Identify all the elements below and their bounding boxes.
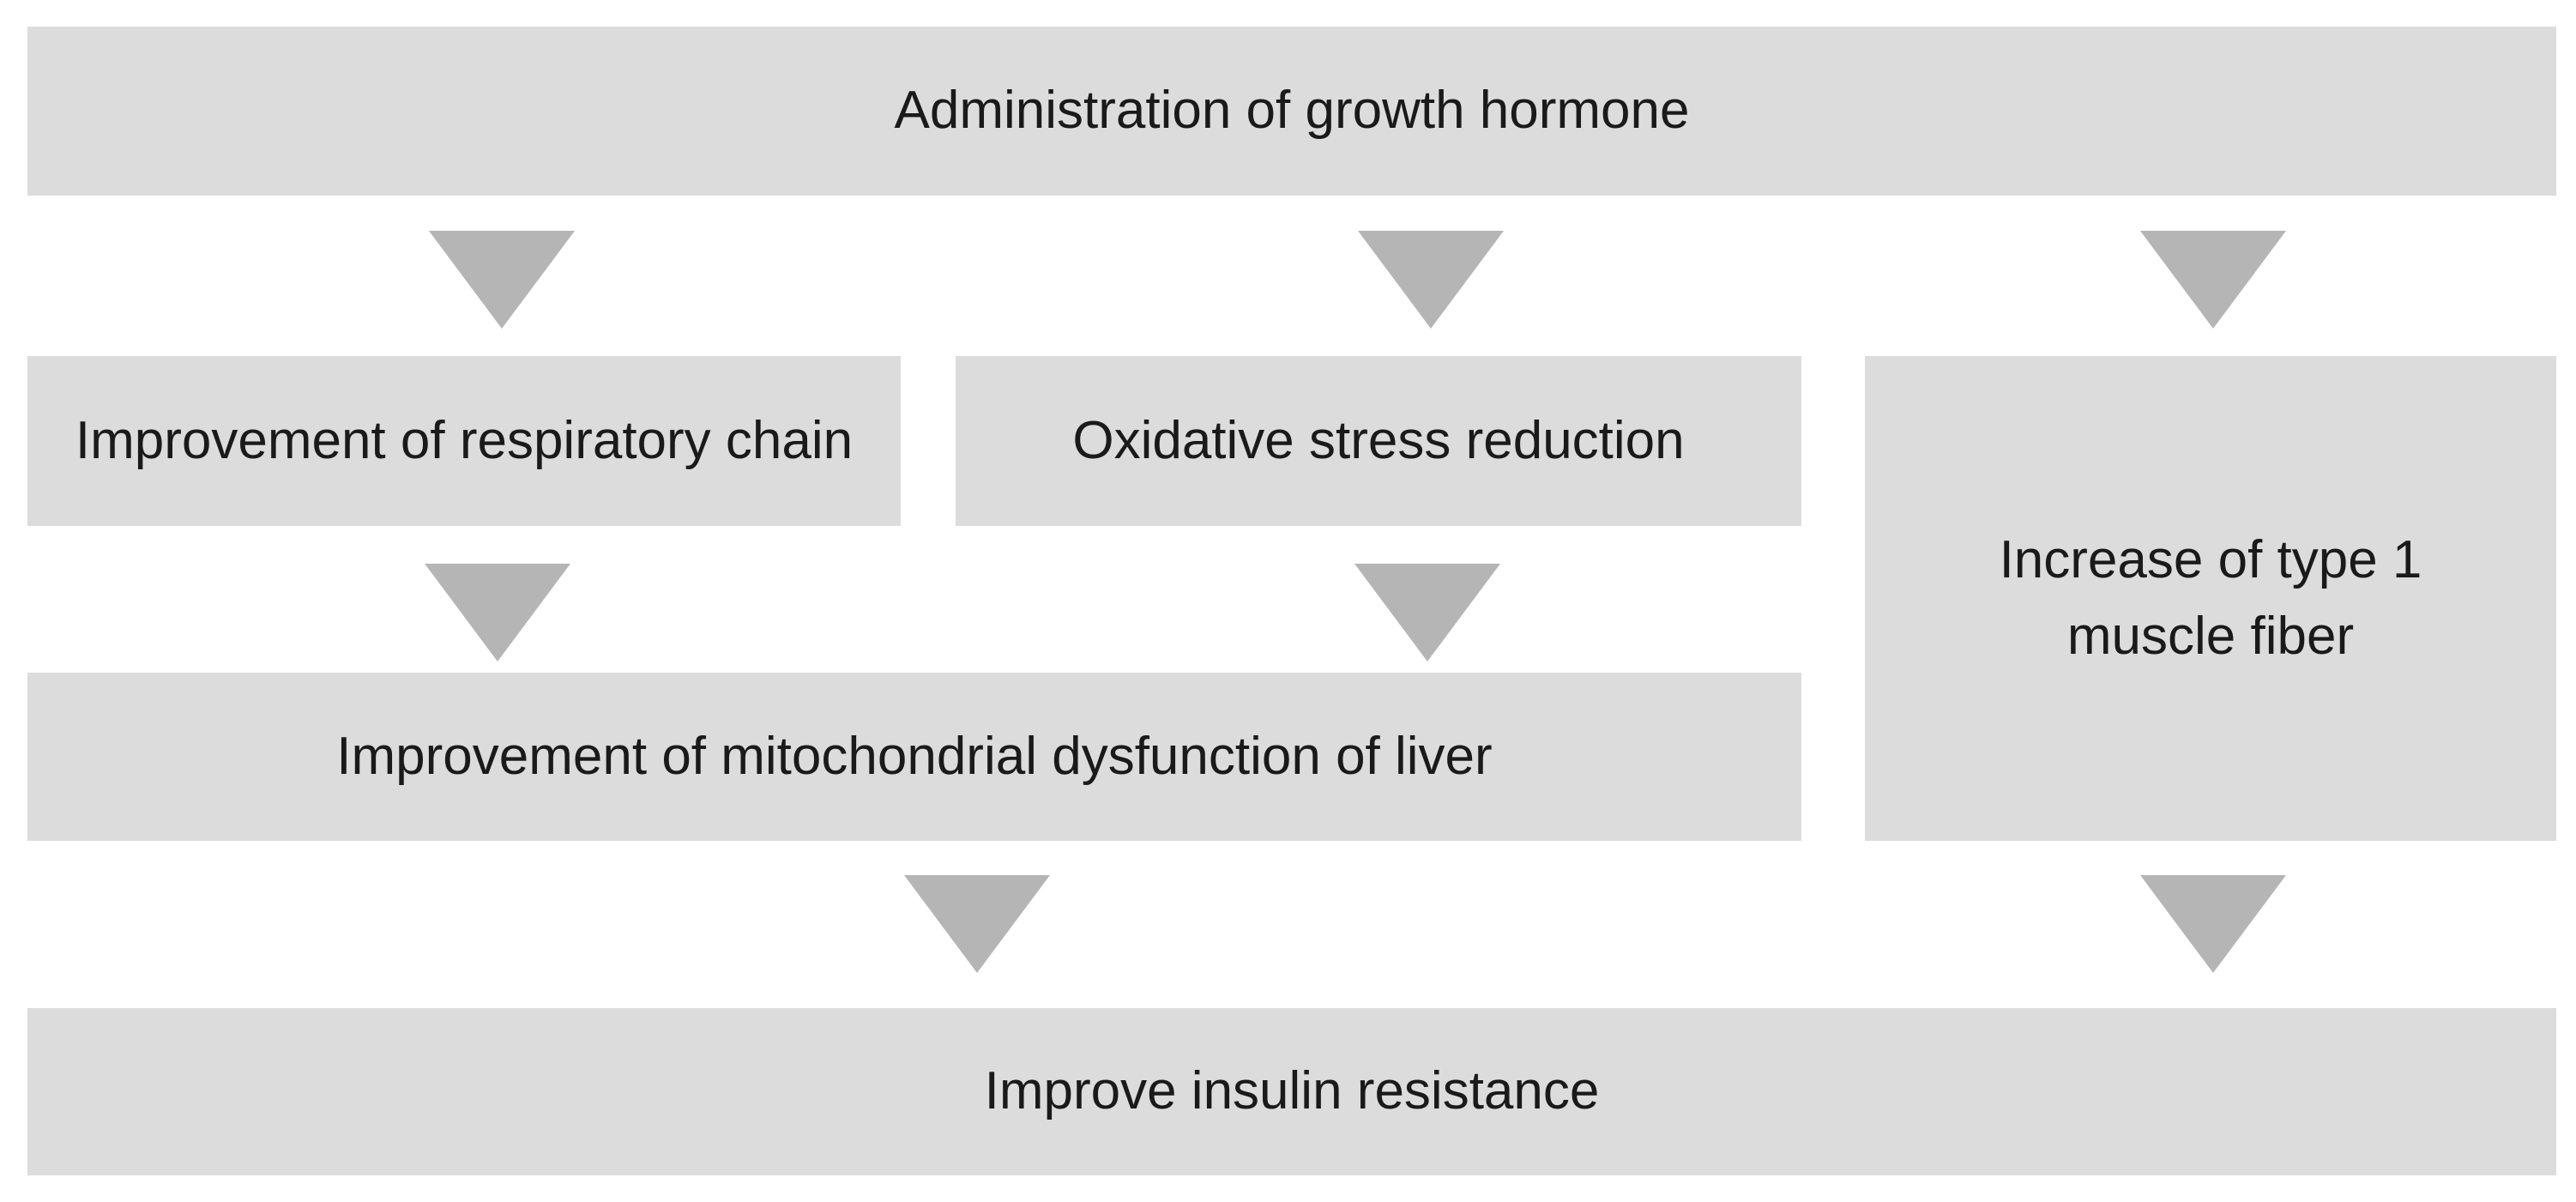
down-arrow-icon bbox=[425, 564, 570, 661]
down-arrow-icon bbox=[2140, 875, 2286, 973]
node-improvement-of-mitochondrial-dysfunction-of-liver: Improvement of mitochondrial dysfunction… bbox=[27, 673, 1801, 841]
node-label: Oxidative stress reduction bbox=[1072, 410, 1685, 470]
node-increase-of-type-1-muscle-fiber: Increase of type 1 muscle fiber bbox=[1865, 356, 2556, 841]
node-label-line1: Increase of type 1 bbox=[1999, 530, 2422, 590]
node-oxidative-stress-reduction: Oxidative stress reduction bbox=[956, 356, 1801, 526]
down-arrow-icon bbox=[429, 231, 575, 329]
node-label-line2: muscle fiber bbox=[2066, 606, 2355, 666]
down-arrow-icon bbox=[904, 875, 1050, 973]
node-label: Administration of growth hormone bbox=[894, 81, 1690, 141]
node-label: Improvement of respiratory chain bbox=[75, 410, 854, 470]
down-arrow-icon bbox=[2140, 231, 2286, 329]
node-label: Improve insulin resistance bbox=[984, 1061, 1600, 1121]
node-improve-insulin-resistance: Improve insulin resistance bbox=[27, 1008, 2556, 1175]
node-improvement-of-respiratory-chain: Improvement of respiratory chain bbox=[27, 356, 901, 526]
node-label: Improvement of mitochondrial dysfunction… bbox=[336, 726, 1493, 786]
node-administration-of-growth-hormone: Administration of growth hormone bbox=[27, 27, 2556, 196]
down-arrow-icon bbox=[1358, 231, 1504, 329]
down-arrow-icon bbox=[1354, 564, 1500, 661]
